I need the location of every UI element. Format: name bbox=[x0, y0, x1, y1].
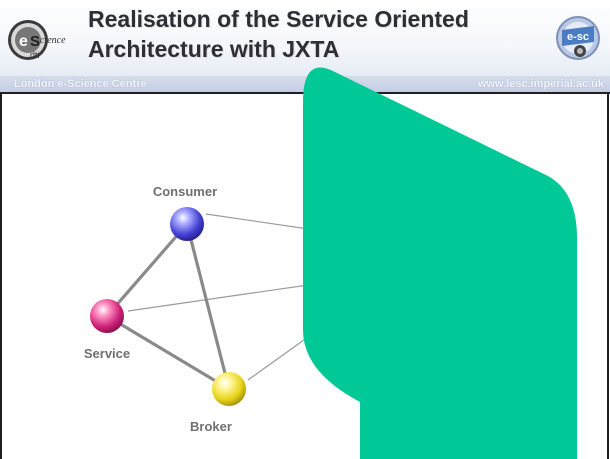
slide-title-line-1: Realisation of the Service Oriented bbox=[88, 6, 469, 32]
service-label: Service bbox=[84, 346, 130, 361]
link-service-broker bbox=[106, 314, 230, 391]
slide-content-frame bbox=[0, 94, 609, 459]
banner-organisation: London e-Science Centre bbox=[14, 78, 147, 90]
slide-title: Realisation of the Service Oriented Arch… bbox=[88, 4, 528, 64]
consumer-label: Consumer bbox=[153, 184, 217, 199]
banner-url[interactable]: www.lesc.imperial.ac.uk bbox=[477, 78, 604, 90]
svg-text:e-sc: e-sc bbox=[567, 31, 589, 43]
slide-header: e S cience dti Realisation of the Servic… bbox=[0, 0, 610, 82]
link-broker-right bbox=[247, 331, 316, 381]
svg-text:dti: dti bbox=[30, 50, 40, 60]
consumer-node bbox=[170, 207, 204, 241]
slide-title-line-2: Architecture with JXTA bbox=[88, 36, 340, 62]
link-consumer-broker bbox=[185, 223, 231, 390]
svg-text:cience: cience bbox=[40, 35, 66, 46]
link-service-right bbox=[127, 283, 316, 312]
green-overlay-shape bbox=[303, 67, 577, 459]
lesc-logo: e-sc bbox=[556, 16, 600, 60]
broker-label: Broker bbox=[190, 419, 232, 434]
svg-text:e: e bbox=[19, 33, 28, 50]
service-node bbox=[90, 299, 124, 333]
escience-logo: e S cience dti bbox=[8, 20, 66, 60]
link-consumer-service bbox=[105, 222, 189, 318]
broker-node bbox=[212, 372, 246, 406]
svg-text:S: S bbox=[30, 33, 40, 50]
link-consumer-right bbox=[205, 213, 316, 231]
